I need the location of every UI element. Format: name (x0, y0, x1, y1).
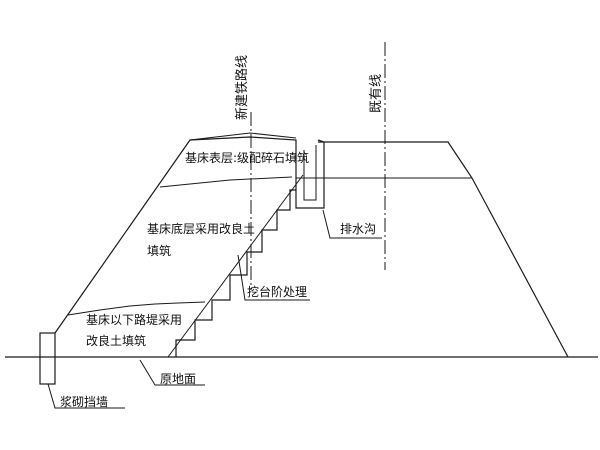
lower-fill-label-line2: 改良土填筑 (86, 333, 146, 348)
surface-layer-label: 基床表层:级配碎石填筑 (185, 150, 309, 165)
surface-layer-boundary (159, 176, 293, 188)
lower-fill-label-line1: 基床以下路堤采用 (86, 312, 182, 327)
drainage-ditch-inner (303, 145, 317, 201)
ground-leader (139, 359, 205, 386)
retaining-wall-label: 浆砌挡墙 (60, 394, 108, 409)
drainage-ditch-outer (295, 139, 325, 209)
drainage-leader (322, 209, 382, 239)
existing-line-label: 既有线 (369, 74, 384, 113)
drainage-label: 排水沟 (340, 222, 376, 236)
bottom-layer-label-line2: 填筑 (147, 243, 171, 258)
retaining-wall (39, 332, 56, 385)
step-treatment-label: 挖台阶处理 (247, 284, 307, 299)
bench-steps (175, 189, 296, 357)
wall-leader (47, 383, 125, 409)
existing-embankment-outline (318, 141, 569, 358)
new-embankment-crown (189, 132, 297, 141)
existing-slope-line (167, 174, 304, 358)
new-embankment-outline (54, 136, 297, 334)
bottom-layer-boundary (67, 301, 206, 316)
ground-surface-label: 原地面 (160, 372, 196, 386)
step-leader (237, 254, 310, 301)
bottom-layer-label-line1: 基床底层采用改良土 (147, 221, 255, 236)
new-line-label: 新建铁路线 (234, 55, 250, 120)
